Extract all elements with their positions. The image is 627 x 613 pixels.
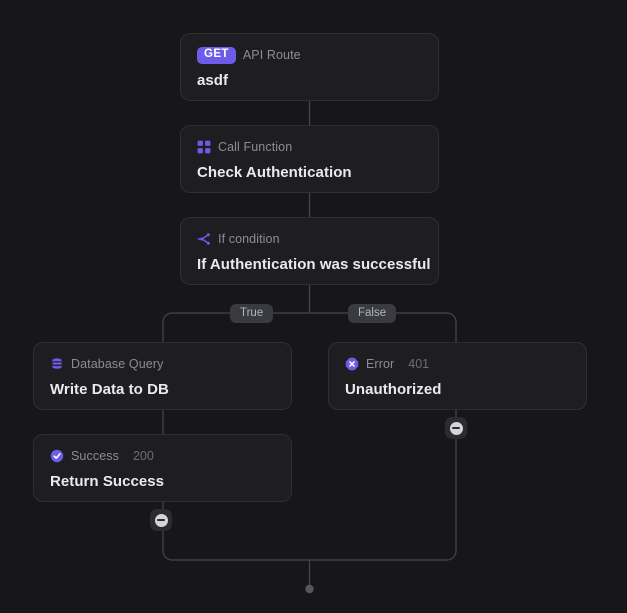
minus-circle-icon — [449, 421, 463, 435]
node-kind-label: Success — [71, 449, 119, 463]
get-method-badge: GET — [197, 46, 236, 64]
node-database-query[interactable]: Database Query Write Data to DB — [33, 342, 292, 410]
minus-circle-icon — [154, 513, 168, 527]
node-error[interactable]: Error 401 Unauthorized — [328, 342, 587, 410]
node-api-route[interactable]: GET API Route asdf — [180, 33, 439, 101]
node-kind-label: Database Query — [71, 357, 164, 371]
node-kind-label: Call Function — [218, 140, 293, 154]
flow-end-dot — [305, 584, 314, 594]
node-header: Database Query — [50, 356, 275, 372]
node-success[interactable]: Success 200 Return Success — [33, 434, 292, 502]
edge-label-false[interactable]: False — [348, 304, 397, 323]
node-title: If Authentication was successful — [197, 256, 431, 273]
branch-icon — [197, 232, 211, 246]
node-header: GET API Route — [197, 46, 422, 64]
node-header: Error 401 — [345, 356, 570, 372]
collapse-button-error-branch[interactable] — [445, 417, 467, 439]
node-title: Check Authentication — [197, 164, 352, 181]
node-kind-label: Error — [366, 357, 395, 371]
node-title: Unauthorized — [345, 381, 442, 398]
node-title: Return Success — [50, 473, 165, 490]
node-status-code: 200 — [132, 449, 154, 463]
node-header: Call Function — [197, 139, 422, 155]
node-title: asdf — [197, 72, 229, 89]
database-icon — [50, 357, 64, 371]
edge-success-to-merge — [162, 502, 310, 561]
edge-error-to-merge — [309, 410, 457, 561]
blocks-icon — [197, 140, 211, 154]
node-header: Success 200 — [50, 448, 275, 464]
node-title: Write Data to DB — [50, 381, 169, 398]
node-header: If condition — [197, 231, 422, 247]
edge-label-true[interactable]: True — [230, 304, 274, 323]
node-call-function[interactable]: Call Function Check Authentication — [180, 125, 439, 193]
node-kind-label: If condition — [218, 232, 280, 246]
check-circle-icon — [50, 449, 64, 463]
error-octagon-icon — [345, 357, 359, 371]
collapse-button-success-branch[interactable] — [150, 509, 172, 531]
node-kind-label: API Route — [242, 48, 301, 62]
node-status-code: 401 — [408, 357, 430, 371]
node-if-condition[interactable]: If condition If Authentication was succe… — [180, 217, 439, 285]
